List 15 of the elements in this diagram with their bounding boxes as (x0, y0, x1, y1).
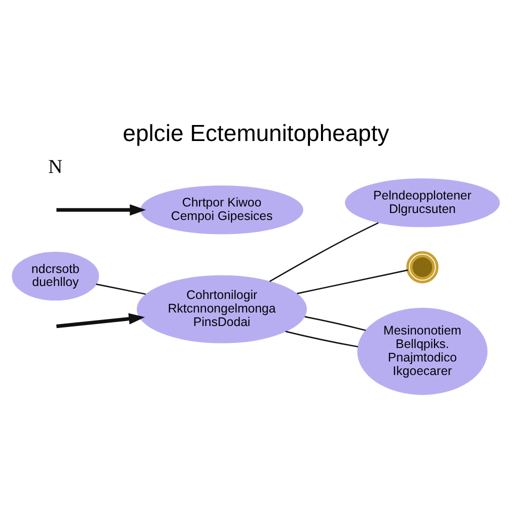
connector (285, 330, 358, 347)
diagram-title: eplcie Ectemunitopheapty (122, 119, 390, 146)
node-ellipse: Chrtpor Kiwoo Cempoi Gipesices (140, 185, 304, 234)
connector (269, 222, 379, 282)
connector (96, 283, 146, 294)
node-ellipse: Pelndeopplotener Dlgrucsuten (344, 178, 500, 227)
arrow (56, 312, 145, 328)
connector (296, 268, 408, 294)
connector (304, 316, 366, 331)
arrow (56, 204, 146, 216)
node-ellipse: Mesinonotiem Bellqpiks. Pnajmtodico Ikgoecarer (357, 307, 488, 394)
picture (406, 250, 438, 283)
label: N (48, 155, 63, 178)
node-ellipse: Cohrtonilogir Rktcnnongelmonga PinsDodai (136, 274, 307, 343)
node-ellipse: ndcrsotb duehlloy (12, 251, 99, 300)
